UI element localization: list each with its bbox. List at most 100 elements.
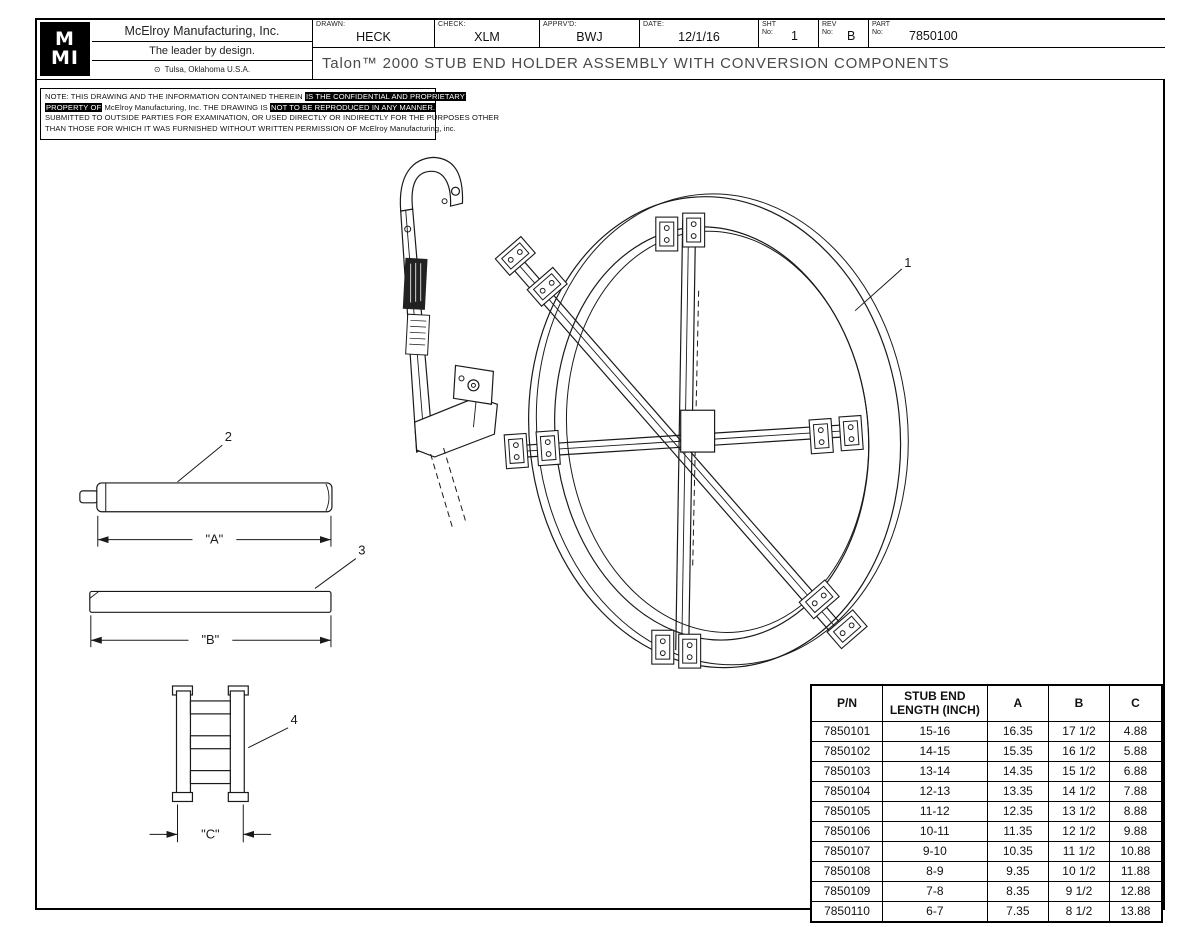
note-text-inverted: PROPERTY OF	[45, 102, 103, 112]
table-cell: 11 1/2	[1047, 840, 1110, 862]
dimension-c	[149, 804, 272, 843]
callout-1-leader	[854, 268, 903, 312]
drawing-sheet: 1 2 3 4 "A" "B" "C" M MI McElroy Manufac…	[35, 18, 1165, 923]
drawn-label: DRAWN:	[316, 21, 346, 28]
note-text-inverted: NOT TO BE REPRODUCED IN ANY MANNER.	[269, 102, 437, 112]
table-cell: 7-8	[881, 880, 988, 902]
note-text: NOTE: THIS DRAWING AND THE INFORMATION C…	[45, 92, 305, 101]
drawn-cell: DRAWN: HECK	[312, 20, 434, 48]
table-cell: 13.35	[986, 780, 1049, 802]
table-cell: 7850105	[810, 800, 883, 822]
stub-end-spec-table: P/N STUB END LENGTH (INCH) A B C 7850101…	[810, 684, 1163, 923]
table-cell: 7.35	[986, 900, 1049, 922]
col-header-a: A	[986, 684, 1049, 722]
drawing-title: Talon™ 2000 STUB END HOLDER ASSEMBLY WIT…	[312, 48, 1165, 80]
sheet-number-label: SHT No:	[762, 21, 776, 36]
table-cell: 16.35	[986, 720, 1049, 742]
table-cell: 7850107	[810, 840, 883, 862]
dimension-b-label: "B"	[201, 632, 219, 647]
table-cell: 14.35	[986, 760, 1049, 782]
table-cell: 7850104	[810, 780, 883, 802]
approved-cell: APPRV'D: BWJ	[539, 20, 639, 48]
table-cell: 10.35	[986, 840, 1049, 862]
annotation-lines	[90, 268, 903, 843]
note-text-inverted: IS THE CONFIDENTIAL AND PROPRIETARY	[304, 92, 466, 101]
table-cell: 14 1/2	[1047, 780, 1110, 802]
approved-value: BWJ	[576, 30, 603, 44]
note-line-2: PROPERTY OF McElroy Manufacturing, Inc. …	[45, 102, 437, 114]
callout-4-label: 4	[290, 712, 297, 727]
company-location: ⊙Tulsa, Oklahoma U.S.A.	[92, 61, 312, 79]
table-cell: 11-12	[881, 800, 988, 822]
table-cell: 15-16	[881, 720, 988, 742]
table-header-row: P/N STUB END LENGTH (INCH) A B C	[810, 684, 1163, 722]
alignment-hidden-line	[430, 453, 454, 528]
cert-mark-icon: ⊙	[153, 65, 161, 74]
note-line-3: SUBMITTED TO OUTSIDE PARTIES FOR EXAMINA…	[45, 113, 500, 123]
table-cell: 8-9	[881, 860, 988, 882]
table-cell: 12-13	[881, 780, 988, 802]
table-cell: 10.88	[1108, 840, 1163, 862]
revision-cell: REV No: B	[818, 20, 868, 48]
location-text: Tulsa, Oklahoma U.S.A.	[164, 65, 251, 74]
callout-4-leader	[248, 727, 289, 749]
mcelroy-logo: M MI	[40, 22, 90, 76]
table-cell: 7850102	[810, 740, 883, 762]
date-value: 12/1/16	[678, 30, 720, 44]
clamp-bracket-drawing	[171, 685, 249, 803]
check-cell: CHECK: XLM	[434, 20, 539, 48]
table-cell: 9-10	[881, 840, 988, 862]
note-text: McElroy Manufacturing, Inc. THE DRAWING …	[102, 102, 270, 112]
table-cell: 7850106	[810, 820, 883, 842]
bracket-flange	[452, 364, 495, 405]
col-header-c: C	[1108, 684, 1163, 722]
date-label: DATE:	[643, 21, 665, 28]
part-number-value: 7850100	[909, 29, 958, 43]
callout-2-leader	[177, 444, 223, 483]
table-cell: 7850101	[810, 720, 883, 742]
sheet-number-cell: SHT No: 1	[758, 20, 818, 48]
check-label: CHECK:	[438, 21, 466, 28]
revision-value: B	[847, 29, 856, 43]
table-cell: 8.35	[986, 880, 1049, 902]
bracket-foot	[414, 396, 499, 458]
part-number-cell: PART No: 7850100	[868, 20, 1165, 48]
technical-drawing-canvas: 1 2 3 4 "A" "B" "C"	[79, 156, 912, 843]
table-cell: 15.35	[986, 740, 1049, 762]
rod-body	[96, 482, 333, 513]
drawn-value: HECK	[356, 30, 391, 44]
table-cell: 9.88	[1108, 820, 1163, 842]
company-block: M MI McElroy Manufacturing, Inc. The lea…	[37, 20, 312, 80]
table-cell: 5.88	[1108, 740, 1163, 762]
table-cell: 16 1/2	[1047, 740, 1110, 762]
approved-label: APPRV'D:	[543, 21, 577, 28]
table-cell: 11.88	[1108, 860, 1163, 882]
table-cell: 14-15	[881, 740, 988, 762]
mounting-bracket-drawing	[399, 156, 499, 528]
check-value: XLM	[474, 30, 500, 44]
bracket-hook	[399, 156, 464, 212]
warning-label	[402, 257, 428, 310]
part-number-label: PART No:	[872, 21, 891, 36]
dimension-a-label: "A"	[205, 532, 223, 547]
dimension-c-label: "C"	[201, 826, 220, 841]
table-cell: 10-11	[881, 820, 988, 842]
callout-3-leader	[314, 558, 357, 589]
col-header-b: B	[1047, 684, 1110, 722]
table-cell: 6.88	[1108, 760, 1163, 782]
table-cell: 10 1/2	[1047, 860, 1110, 882]
table-cell: 6-7	[881, 900, 988, 922]
logo-text-bottom: MI	[51, 47, 79, 69]
table-cell: 15 1/2	[1047, 760, 1110, 782]
table-cell: 8.88	[1108, 800, 1163, 822]
dimension-b	[90, 615, 332, 648]
